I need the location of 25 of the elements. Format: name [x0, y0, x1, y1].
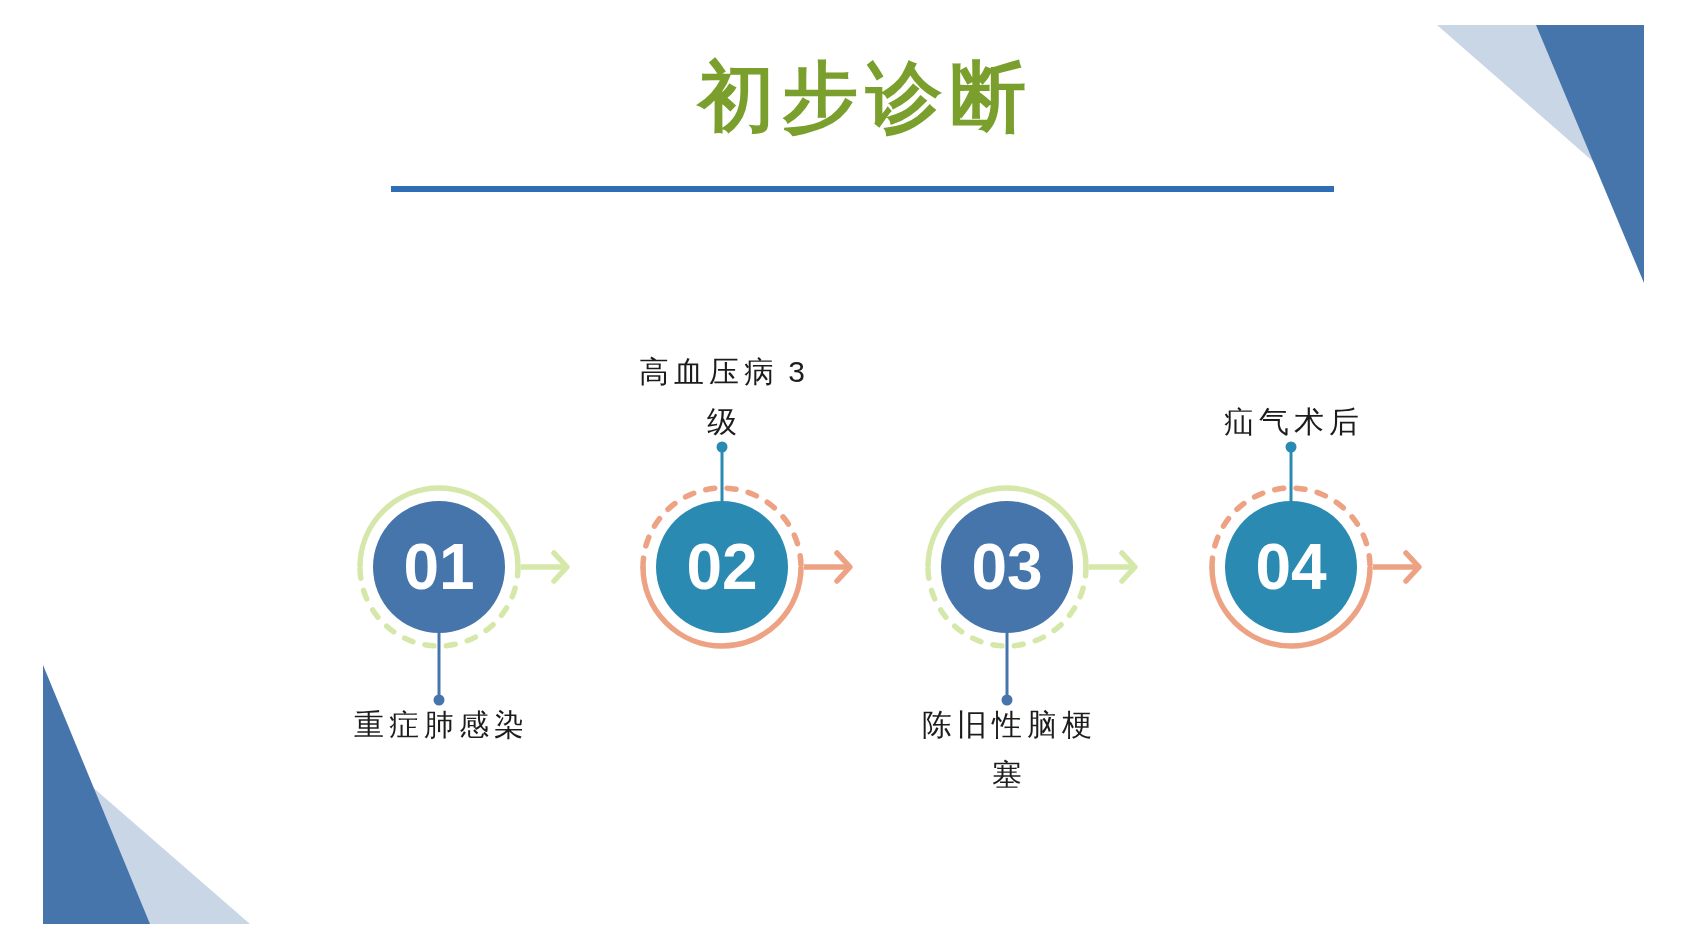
- number-circle: [656, 501, 788, 633]
- step-number: 02: [686, 535, 758, 599]
- leader-line: [1285, 441, 1297, 501]
- number-circle: [1225, 501, 1357, 633]
- ring: [640, 485, 804, 649]
- ring: [357, 485, 521, 649]
- number-circle: [373, 501, 505, 633]
- ring: [1209, 485, 1373, 649]
- arrow: [1373, 550, 1422, 584]
- title: 初步诊断: [695, 53, 1034, 141]
- number-circle: [941, 501, 1073, 633]
- item-label: 陈旧性脑梗塞: [904, 700, 1110, 800]
- leader-line: [433, 633, 445, 706]
- leader-line: [1001, 633, 1013, 706]
- arrow: [1089, 550, 1138, 584]
- item-label: 高血压病 3级: [619, 347, 825, 447]
- step-number: 04: [1255, 535, 1327, 599]
- step-number: 03: [971, 535, 1043, 599]
- item-label: 疝气术后: [1218, 397, 1364, 447]
- item-label: 重症肺感染: [349, 700, 529, 750]
- ring: [925, 485, 1089, 649]
- leader-line: [716, 441, 728, 501]
- arrow: [521, 550, 570, 584]
- step-number: 01: [403, 535, 475, 599]
- arrow: [804, 550, 853, 584]
